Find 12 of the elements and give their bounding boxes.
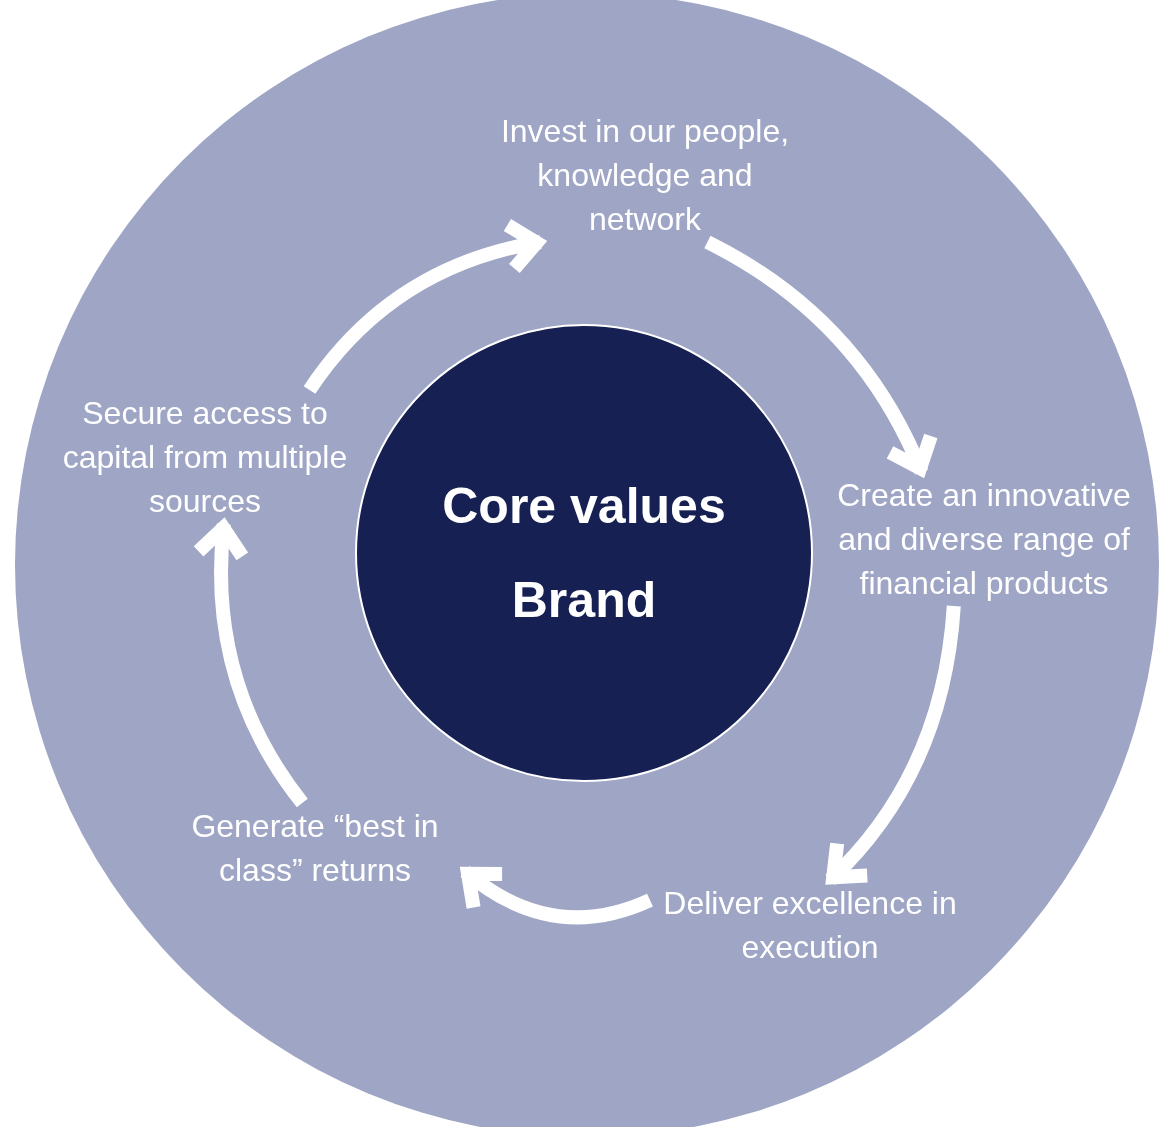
cycle-ring bbox=[15, 0, 1159, 1127]
cycle-arrow bbox=[303, 219, 544, 395]
core-label: Core values bbox=[442, 477, 726, 536]
core-label: Brand bbox=[511, 571, 657, 630]
cycle-arrow bbox=[704, 235, 937, 476]
step-label: Create an innovative and diverse range of financial products bbox=[808, 472, 1160, 606]
cycle-arrow bbox=[825, 605, 961, 885]
step-label: Generate “best in class” returns bbox=[165, 803, 465, 893]
cycle-arrow bbox=[460, 865, 653, 925]
step-label: Invest in our people, knowledge and network bbox=[480, 108, 810, 242]
step-label: Secure access to capital from multiple sources bbox=[55, 390, 355, 524]
step-label: Deliver excellence in execution bbox=[650, 880, 970, 970]
